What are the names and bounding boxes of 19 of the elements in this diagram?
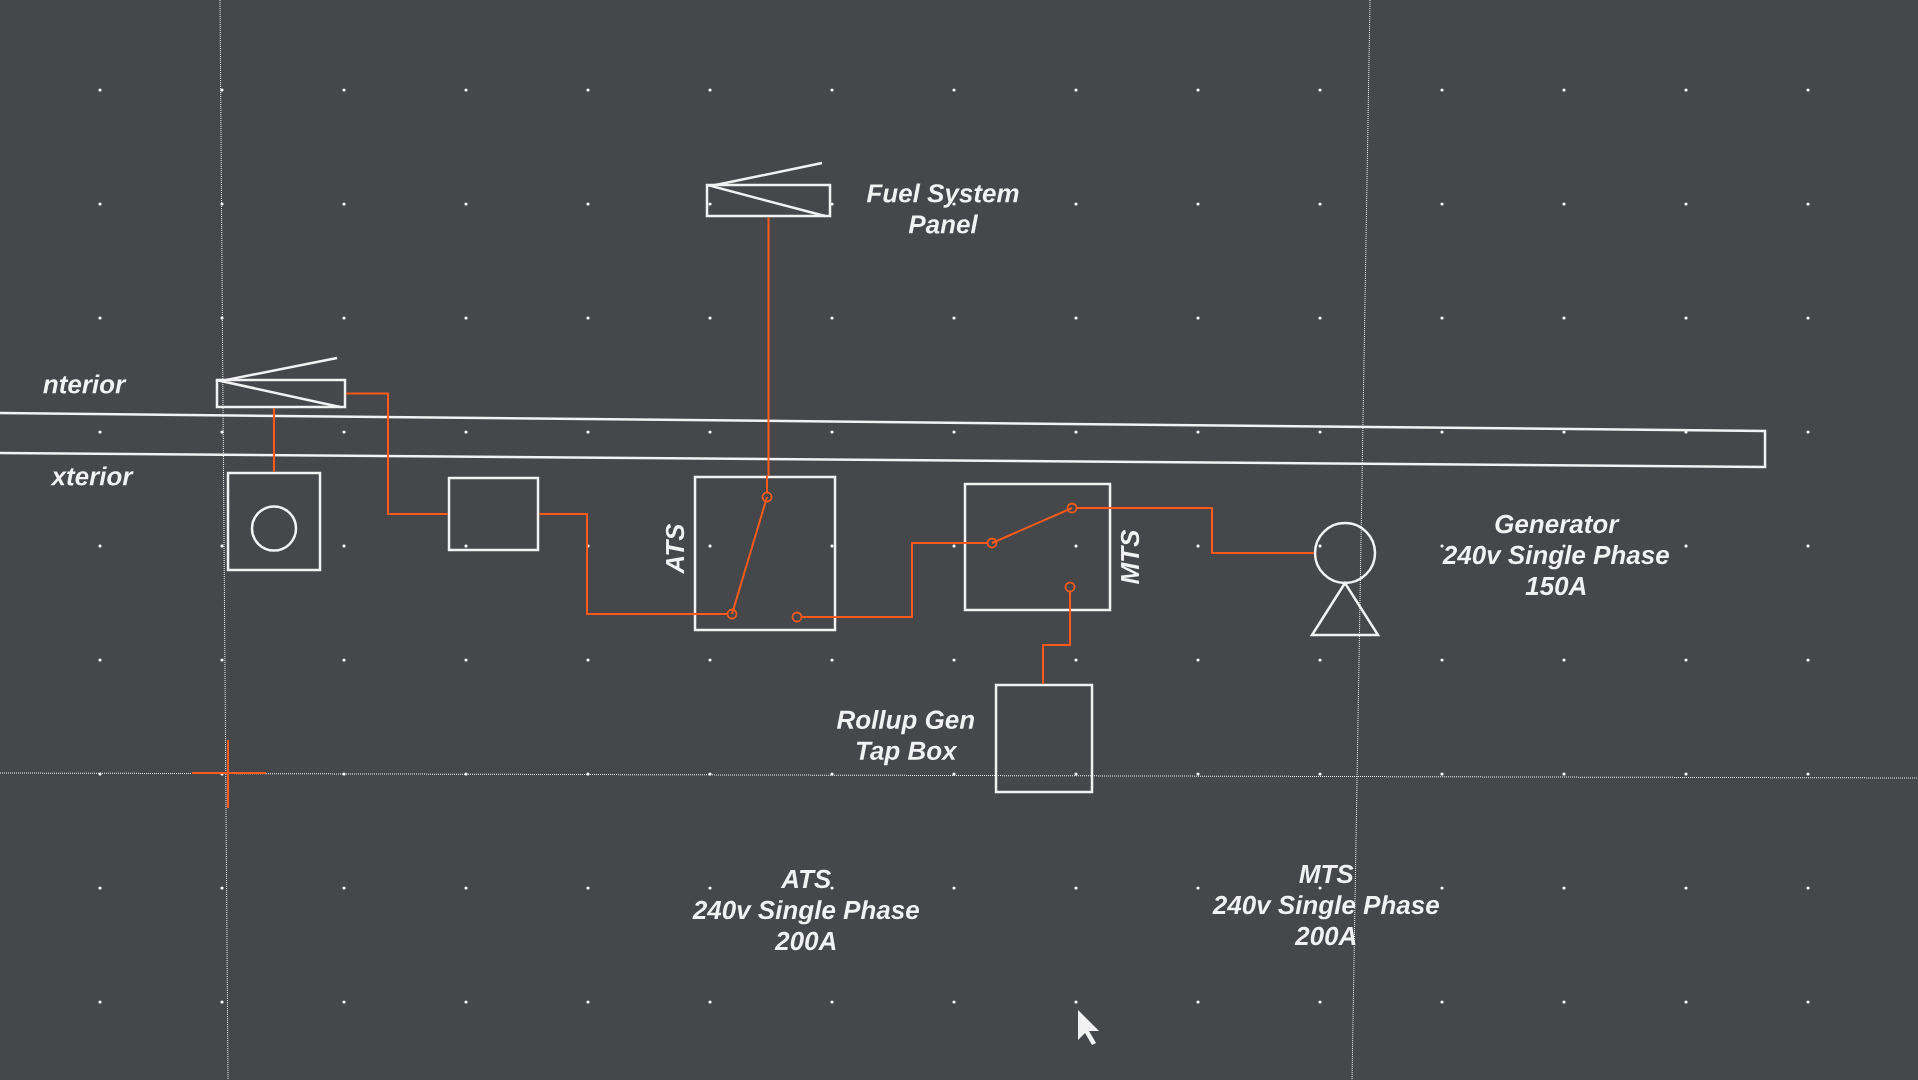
wire — [835, 542, 965, 618]
wire — [538, 513, 695, 615]
meter-box — [226, 471, 322, 572]
wire — [1110, 507, 1315, 554]
switch-label: ATS — [665, 523, 685, 575]
box-label: Rollup Gen Tap Box — [836, 709, 975, 766]
generator-label: Generator 240v Single Phase 150A — [1442, 514, 1669, 596]
box — [447, 476, 540, 552]
wire — [767, 216, 770, 477]
switch-label: MTS — [1120, 529, 1140, 584]
wire — [273, 407, 275, 473]
text-label: xterior — [50, 466, 134, 486]
wire — [345, 392, 449, 515]
panel-label: Fuel System Panel — [866, 183, 1019, 234]
text-label: nterior — [43, 374, 127, 394]
wire — [1042, 610, 1071, 685]
panel-symbol — [214, 356, 347, 409]
text-label: MTS 240v Single Phase 200A — [1212, 864, 1439, 946]
text-label: ATS 240v Single Phase 200A — [692, 869, 919, 951]
